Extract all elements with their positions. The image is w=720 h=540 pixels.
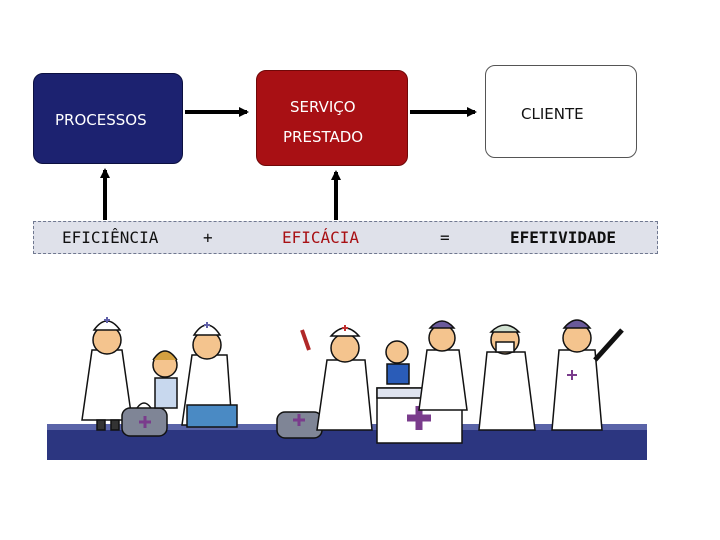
servico-label: SERVIÇO [290, 98, 356, 116]
medical-team-illustration [47, 317, 647, 460]
medical-bag [121, 402, 168, 437]
efetividade-result: EFETIVIDADE [510, 228, 616, 247]
child-figure [385, 340, 410, 385]
equation-bar [33, 221, 658, 254]
cliente-label: CLIENTE [521, 105, 584, 123]
medical-cart [376, 387, 463, 444]
plus-sign: + [203, 228, 213, 247]
processos-label: PROCESSOS [55, 111, 147, 129]
doctor-figure [551, 319, 624, 431]
processos-box [33, 73, 183, 164]
doctor-figure [418, 320, 468, 411]
medical-bag [276, 411, 323, 439]
eficiencia-term: EFICIÊNCIA [62, 228, 159, 247]
prestado-label: PRESTADO [283, 128, 364, 146]
equals-sign: = [440, 228, 450, 247]
nurse-figure [300, 325, 373, 431]
doctor-figure [181, 322, 238, 428]
cliente-box [485, 65, 637, 158]
surgeon-figure [478, 324, 536, 431]
eficacia-term: EFICÁCIA [282, 228, 360, 247]
servico-prestado-box [256, 70, 408, 166]
boy-figure [152, 350, 178, 409]
